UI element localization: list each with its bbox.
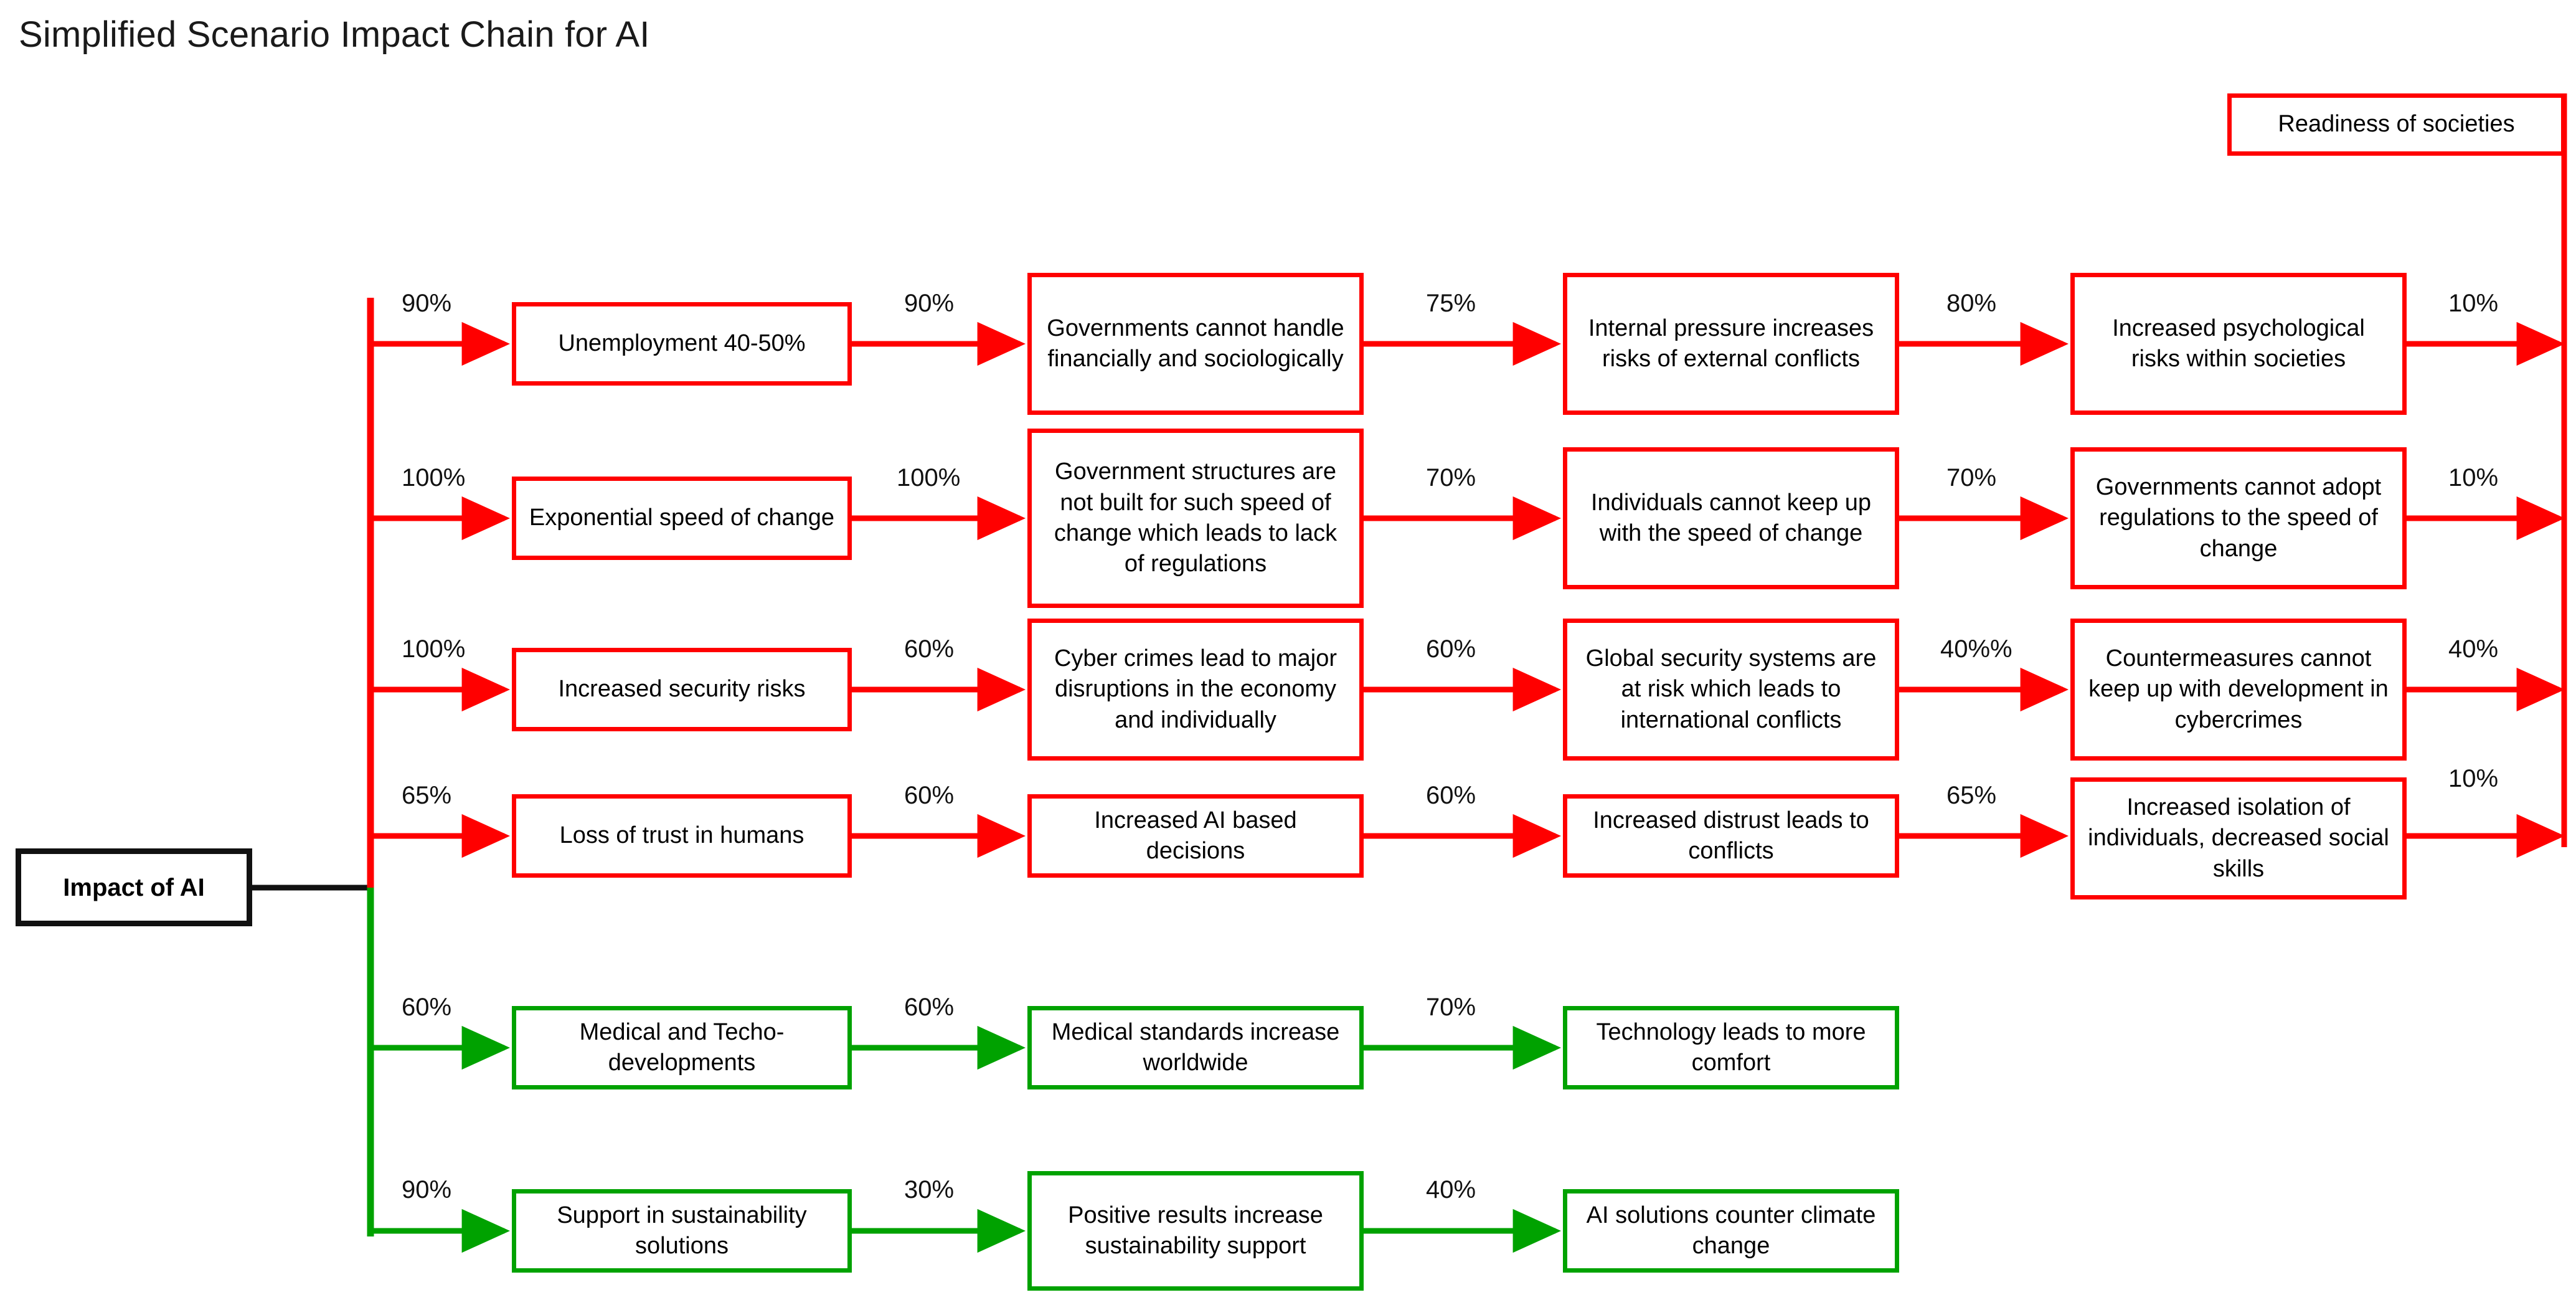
node-label: Positive results increase sustainability…	[1068, 1202, 1323, 1259]
node-label: Loss of trust in humans	[559, 822, 804, 849]
root-node-impact-of-ai[interactable]: Impact of AI	[16, 848, 252, 926]
page-title: Simplified Scenario Impact Chain for AI	[19, 14, 650, 55]
probability-label-chain-loss-of-trust-step-4: 10%	[2448, 765, 2499, 792]
probability-label-chain-speed-of-change-step-4: 10%	[2448, 464, 2499, 491]
node-label: Medical and Techo-developments	[579, 1018, 785, 1076]
probability-label-chain-sustainability-root: 90%	[402, 1176, 452, 1203]
sink-node-label: Readiness of societies	[2278, 111, 2515, 138]
probability-label-chain-security-risks-step-2: 60%	[1426, 635, 1476, 663]
node-chain-medical-step-3[interactable]: Technology leads to more comfort	[1563, 1006, 1899, 1089]
probability-label-chain-speed-of-change-step-1: 100%	[897, 464, 961, 491]
probability-label-chain-security-risks-step-1: 60%	[904, 635, 955, 663]
probability-label-chain-loss-of-trust-step-2: 60%	[1426, 782, 1476, 809]
node-label: Cyber crimes lead to major disruptions i…	[1054, 645, 1338, 733]
node-chain-security-risks-step-4[interactable]: Countermeasures cannot keep up with deve…	[2070, 619, 2407, 761]
probability-label-chain-medical-step-2: 70%	[1426, 994, 1476, 1021]
node-label: Support in sustainability solutions	[557, 1202, 807, 1259]
node-label: Countermeasures cannot keep up with deve…	[2088, 645, 2389, 733]
node-label: Governments cannot handle financially an…	[1047, 315, 1344, 372]
probability-label-chain-security-risks-root: 100%	[402, 635, 466, 663]
node-chain-sustainability-step-2[interactable]: Positive results increase sustainability…	[1027, 1171, 1364, 1291]
node-label: Increased security risks	[558, 676, 806, 703]
node-chain-speed-of-change-step-1[interactable]: Exponential speed of change	[512, 477, 852, 560]
node-chain-loss-of-trust-step-3[interactable]: Increased distrust leads to conflicts	[1563, 794, 1899, 878]
node-label: Medical standards increase worldwide	[1051, 1018, 1340, 1076]
node-chain-security-risks-step-3[interactable]: Global security systems are at risk whic…	[1563, 619, 1899, 761]
probability-label-chain-loss-of-trust-step-3: 65%	[1946, 782, 1997, 809]
node-chain-unemployment-step-1[interactable]: Unemployment 40-50%	[512, 302, 852, 386]
node-chain-unemployment-step-4[interactable]: Increased psychological risks within soc…	[2070, 273, 2407, 415]
node-label: Global security systems are at risk whic…	[1585, 645, 1877, 733]
node-chain-loss-of-trust-step-2[interactable]: Increased AI based decisions	[1027, 794, 1364, 878]
node-chain-speed-of-change-step-3[interactable]: Individuals cannot keep up with the spee…	[1563, 447, 1899, 589]
probability-label-chain-speed-of-change-step-3: 70%	[1946, 464, 1997, 491]
node-label: Internal pressure increases risks of ext…	[1588, 315, 1874, 372]
probability-label-chain-sustainability-step-2: 40%	[1426, 1176, 1476, 1203]
node-chain-sustainability-step-1[interactable]: Support in sustainability solutions	[512, 1189, 852, 1273]
probability-label-chain-unemployment-step-4: 10%	[2448, 290, 2499, 317]
node-chain-loss-of-trust-step-1[interactable]: Loss of trust in humans	[512, 794, 852, 878]
node-chain-unemployment-step-2[interactable]: Governments cannot handle financially an…	[1027, 273, 1364, 415]
probability-label-chain-loss-of-trust-root: 65%	[402, 782, 452, 809]
node-label: AI solutions counter climate change	[1586, 1202, 1876, 1259]
node-label: Increased isolation of individuals, decr…	[2088, 794, 2389, 882]
probability-label-chain-unemployment-root: 90%	[402, 290, 452, 317]
node-label: Government structures are not built for …	[1054, 458, 1338, 577]
node-chain-security-risks-step-2[interactable]: Cyber crimes lead to major disruptions i…	[1027, 619, 1364, 761]
node-chain-loss-of-trust-step-4[interactable]: Increased isolation of individuals, decr…	[2070, 777, 2407, 899]
node-label: Increased psychological risks within soc…	[2112, 315, 2365, 372]
node-chain-speed-of-change-step-4[interactable]: Governments cannot adopt regulations to …	[2070, 447, 2407, 589]
probability-label-chain-unemployment-step-2: 75%	[1426, 290, 1476, 317]
node-chain-medical-step-2[interactable]: Medical standards increase worldwide	[1027, 1006, 1364, 1089]
node-label: Exponential speed of change	[529, 505, 835, 531]
node-label: Technology leads to more comfort	[1596, 1018, 1866, 1076]
root-node-label: Impact of AI	[63, 873, 205, 901]
probability-label-chain-loss-of-trust-step-1: 60%	[904, 782, 955, 809]
probability-label-chain-security-risks-step-4: 40%	[2448, 635, 2499, 663]
probability-label-chain-medical-step-1: 60%	[904, 994, 955, 1021]
node-label: Increased AI based decisions	[1094, 807, 1297, 864]
node-label: Individuals cannot keep up with the spee…	[1591, 489, 1871, 546]
node-label: Increased distrust leads to conflicts	[1593, 807, 1869, 864]
node-chain-speed-of-change-step-2[interactable]: Government structures are not built for …	[1027, 429, 1364, 608]
probability-label-chain-medical-root: 60%	[402, 994, 452, 1021]
probability-label-chain-security-risks-step-3: 40%%	[1940, 635, 2012, 663]
sink-node-readiness-of-societies[interactable]: Readiness of societies	[2227, 93, 2565, 156]
probability-label-chain-speed-of-change-root: 100%	[402, 464, 466, 491]
probability-label-chain-sustainability-step-1: 30%	[904, 1176, 955, 1203]
node-label: Governments cannot adopt regulations to …	[2095, 473, 2382, 562]
probability-label-chain-unemployment-step-3: 80%	[1946, 290, 1997, 317]
node-chain-unemployment-step-3[interactable]: Internal pressure increases risks of ext…	[1563, 273, 1899, 415]
node-chain-security-risks-step-1[interactable]: Increased security risks	[512, 648, 852, 731]
probability-label-chain-speed-of-change-step-2: 70%	[1426, 464, 1476, 491]
node-chain-medical-step-1[interactable]: Medical and Techo-developments	[512, 1006, 852, 1089]
node-label: Unemployment 40-50%	[558, 330, 806, 357]
probability-label-chain-unemployment-step-1: 90%	[904, 290, 955, 317]
node-chain-sustainability-step-3[interactable]: AI solutions counter climate change	[1563, 1189, 1899, 1273]
